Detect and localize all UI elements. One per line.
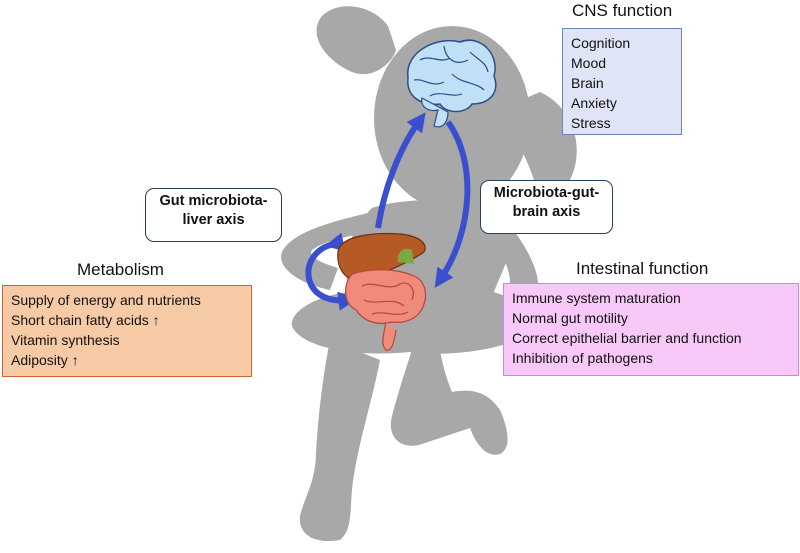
cns-title: CNS function bbox=[572, 1, 673, 20]
brain-axis-label: Microbiota-gut- brain axis bbox=[480, 180, 613, 234]
metabolism-item: Supply of energy and nutrients bbox=[11, 292, 201, 308]
cns-item: Cognition bbox=[571, 35, 631, 51]
metabolism-title: Metabolism bbox=[77, 260, 164, 279]
intestinal-box: Immune system maturation Normal gut moti… bbox=[503, 283, 799, 376]
brain-axis-line: Microbiota-gut- bbox=[493, 185, 600, 201]
brain-to-gut-arrow bbox=[434, 120, 471, 288]
cns-item: Mood bbox=[571, 55, 607, 71]
cns-item: Stress bbox=[571, 115, 611, 131]
liver-axis-arrow bbox=[305, 232, 358, 311]
gut-to-brain-arrow bbox=[375, 112, 426, 229]
intestinal-item: Normal gut motility bbox=[512, 310, 628, 326]
metabolism-item: Vitamin synthesis bbox=[11, 332, 120, 348]
intestinal-item: Immune system maturation bbox=[512, 290, 681, 306]
cns-item: Brain bbox=[571, 75, 604, 91]
liver-axis-label: Gut microbiota- liver axis bbox=[145, 188, 282, 242]
liver-axis-line: liver axis bbox=[182, 212, 245, 228]
brain-axis-line: brain axis bbox=[512, 204, 581, 220]
metabolism-item: Short chain fatty acids ↑ bbox=[11, 312, 160, 328]
intestinal-item: Correct epithelial barrier and function bbox=[512, 330, 742, 346]
metabolism-box: Supply of energy and nutrients Short cha… bbox=[2, 285, 252, 377]
cns-item: Anxiety bbox=[571, 95, 617, 111]
cns-box: Cognition Mood Brain Anxiety Stress bbox=[562, 28, 682, 135]
liver-axis-line: Gut microbiota- bbox=[159, 193, 268, 209]
intestinal-title: Intestinal function bbox=[576, 259, 709, 278]
metabolism-item: Adiposity ↑ bbox=[11, 352, 79, 368]
intestinal-item: Inhibition of pathogens bbox=[512, 350, 653, 366]
